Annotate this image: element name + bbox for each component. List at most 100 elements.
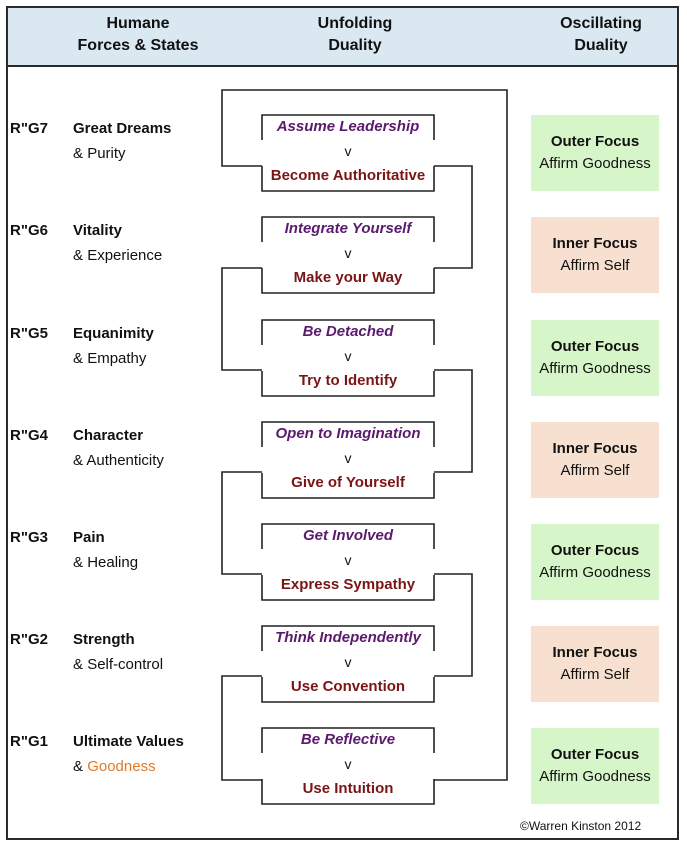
versus-marker: v: [344, 450, 352, 466]
force-name: Equanimity: [73, 325, 154, 342]
duality-top-pole: Be Detached: [302, 323, 394, 340]
state-prefix: &: [73, 554, 88, 571]
state-name: Experience: [87, 247, 163, 264]
connector-g5-g4: [434, 369, 473, 473]
duality-box-bottom-bracket: [261, 268, 435, 294]
row-code: R"G3: [10, 529, 48, 546]
force-name: Strength: [73, 631, 135, 648]
duality-bottom-pole: Become Authoritative: [270, 167, 426, 184]
duality-bottom-pole: Use Convention: [290, 678, 406, 695]
versus-marker: v: [344, 654, 352, 670]
duality-box-top-bracket: [261, 319, 435, 345]
outer-loop-line: [221, 89, 508, 781]
connector-g7-g6: [434, 165, 473, 269]
state-name: Healing: [87, 554, 139, 571]
focus-title: Inner Focus: [552, 235, 638, 252]
connector-g4-g3: [221, 471, 262, 575]
header-oscillating: Oscillating Duality: [526, 13, 676, 57]
copyright-credit: ©Warren Kinston 2012: [520, 819, 642, 833]
duality-box-bottom-bracket: [261, 575, 435, 601]
state-label: & Purity: [73, 145, 126, 162]
force-name: Character: [73, 427, 144, 444]
diagram-frame: [6, 6, 679, 840]
focus-title: Outer Focus: [550, 746, 640, 763]
state-prefix: &: [73, 145, 88, 162]
row-code: R"G2: [10, 631, 48, 648]
state-name: Self-control: [87, 656, 164, 673]
state-label: & Experience: [73, 247, 162, 264]
header-bar: Humane Forces & States Unfolding Duality…: [8, 8, 677, 67]
duality-bottom-pole: Give of Yourself: [291, 474, 405, 491]
focus-affirm: Affirm Self: [560, 257, 630, 274]
duality-top-pole: Be Reflective: [300, 731, 396, 748]
state-name: Purity: [87, 145, 126, 162]
force-name: Vitality: [73, 222, 122, 239]
row-code: R"G4: [10, 427, 48, 444]
state-label: & Authenticity: [73, 452, 164, 469]
force-name: Great Dreams: [73, 120, 172, 137]
state-name: Empathy: [87, 350, 147, 367]
connector-g6-g5: [221, 267, 262, 371]
focus-affirm: Affirm Goodness: [539, 564, 651, 581]
duality-box-bottom-bracket: [261, 473, 435, 499]
header-unfolding-line2: Duality: [328, 37, 382, 54]
header-forces-line2: Forces & States: [77, 37, 199, 54]
duality-top-pole: Get Involved: [302, 527, 394, 544]
duality-box-bottom-bracket: [261, 371, 435, 397]
versus-marker: v: [344, 348, 352, 364]
state-prefix: &: [73, 758, 88, 775]
connector-g3-g2: [434, 573, 473, 677]
focus-title: Outer Focus: [550, 338, 640, 355]
row-code: R"G6: [10, 222, 48, 239]
header-forces-line1: Humane: [106, 15, 170, 32]
versus-marker: v: [344, 756, 352, 772]
focus-title: Inner Focus: [552, 440, 638, 457]
row-code: R"G5: [10, 325, 48, 342]
focus-affirm: Affirm Goodness: [539, 360, 651, 377]
state-label: & Goodness: [73, 758, 156, 775]
versus-marker: v: [344, 143, 352, 159]
row-code: R"G1: [10, 733, 48, 750]
header-unfolding-line1: Unfolding: [317, 15, 393, 32]
versus-marker: v: [344, 245, 352, 261]
duality-box-bottom-bracket: [261, 779, 435, 805]
duality-bottom-pole: Express Sympathy: [280, 576, 416, 593]
state-prefix: &: [73, 452, 87, 469]
state-prefix: &: [73, 350, 88, 367]
duality-box-top-bracket: [261, 421, 435, 447]
duality-box-top-bracket: [261, 216, 435, 242]
header-forces: Humane Forces & States: [58, 13, 218, 57]
connector-g2-g1: [221, 675, 262, 781]
duality-box-bottom-bracket: [261, 166, 435, 192]
duality-top-pole: Open to Imagination: [275, 425, 421, 442]
duality-bottom-pole: Use Intuition: [302, 780, 394, 797]
force-name: Ultimate Values: [73, 733, 184, 750]
state-label: & Empathy: [73, 350, 146, 367]
duality-top-pole: Think Independently: [275, 629, 421, 646]
header-unfolding: Unfolding Duality: [270, 13, 440, 57]
state-prefix: &: [73, 656, 88, 673]
duality-bottom-pole: Try to Identify: [298, 372, 398, 389]
state-name: Authenticity: [86, 452, 164, 469]
focus-affirm: Affirm Self: [560, 666, 630, 683]
versus-marker: v: [344, 552, 352, 568]
duality-top-pole: Assume Leadership: [276, 118, 420, 135]
focus-affirm: Affirm Goodness: [539, 768, 651, 785]
focus-title: Outer Focus: [550, 133, 640, 150]
duality-box-top-bracket: [261, 625, 435, 651]
duality-bottom-pole: Make your Way: [293, 269, 403, 286]
duality-box-bottom-bracket: [261, 677, 435, 703]
duality-box-top-bracket: [261, 523, 435, 549]
